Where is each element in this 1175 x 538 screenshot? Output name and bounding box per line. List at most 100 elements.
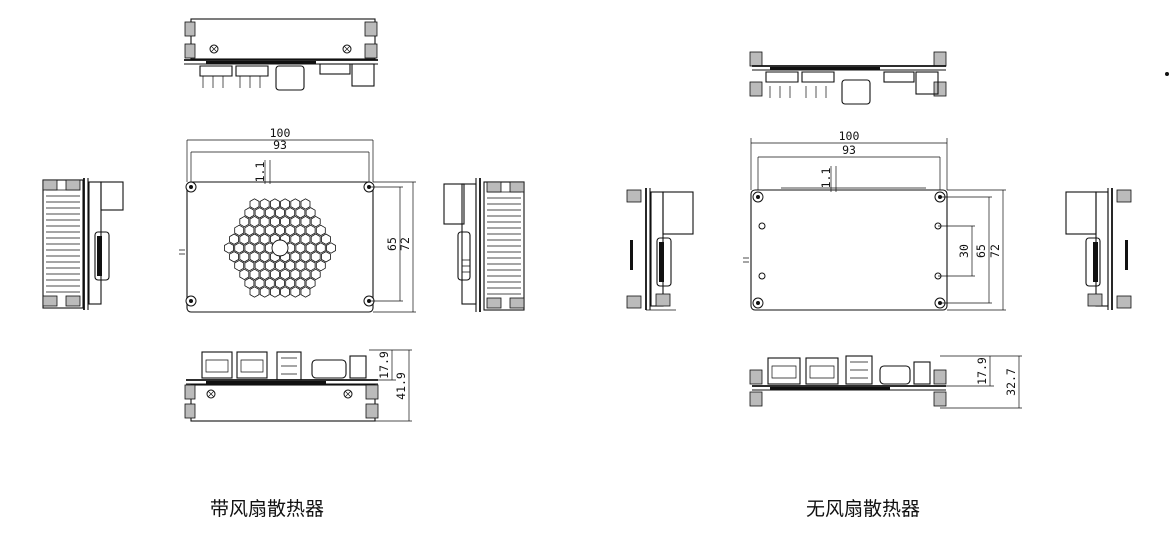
fan-grille-hole (305, 242, 316, 254)
right-dim-height: 72 (988, 244, 1002, 258)
right-dim-width: 100 (839, 129, 860, 143)
fan-grille-hole (234, 259, 245, 272)
fan-grille-hole (310, 215, 321, 228)
fan-grille-hole (300, 215, 311, 228)
left-front-view (184, 349, 412, 422)
fan-grille-hole (295, 207, 306, 219)
fan-grille-hole (254, 242, 265, 254)
fan-grille-hole (259, 215, 270, 228)
fan-grille-hole (305, 207, 316, 219)
fan-grille-hole (290, 251, 301, 263)
left-dim-hole-pitch-x: 93 (273, 138, 287, 152)
fan-grille-hole (244, 207, 255, 219)
left-dim-hole-pitch-y: 65 (385, 237, 399, 251)
fan-grille-hole (259, 233, 270, 245)
fan-grille-hole (269, 198, 280, 210)
fan-grille-hole (315, 259, 326, 272)
fan-grille-hole (269, 286, 280, 298)
fan-grille-hole (259, 286, 270, 298)
fan-grille-hole (259, 198, 270, 210)
fan-grille-hole (239, 233, 250, 245)
left-dim-height: 72 (398, 237, 412, 251)
fan-grille-hole (259, 268, 270, 281)
fan-grille-hole (300, 286, 311, 298)
fan-grille-hole (280, 215, 291, 228)
fan-grille-hole (244, 277, 255, 289)
left-dimensions (186, 139, 416, 313)
fan-grille (224, 198, 336, 298)
fan-grille-hole (239, 251, 250, 263)
fan-grille-hole (300, 251, 311, 263)
left-main-view (179, 181, 375, 313)
fan-grille-hole (249, 198, 260, 210)
right-dimensions (750, 138, 1006, 311)
fan-grille-hole (310, 268, 321, 281)
right-dim-offset: 1.1 (819, 168, 833, 189)
left-dim-board-height: 17.9 (377, 351, 391, 379)
fan-grille-hole (290, 215, 301, 228)
fan-grille-hole (315, 242, 326, 254)
fan-grille-hole (280, 286, 291, 298)
fan-grille-hole (300, 233, 311, 245)
fan-grille-hole (290, 233, 301, 245)
fan-grille-hole (249, 233, 260, 245)
right-dim-hole-pitch-y: 65 (974, 244, 988, 258)
fan-grille-hole (264, 207, 275, 219)
fan-grille-hole (234, 224, 245, 237)
fan-grille-hole (300, 198, 311, 210)
fan-grille-hole (244, 259, 255, 272)
fan-grille-hole (259, 251, 270, 263)
fan-grille-hole (239, 268, 250, 281)
caption-without-fan: 无风扇散热器 (806, 498, 921, 520)
fan-grille-hole (305, 259, 316, 272)
fan-grille-hole (295, 277, 306, 289)
right-side-view-right (1065, 188, 1132, 310)
fan-grille-hole (310, 251, 321, 263)
fan-grille-hole (229, 233, 240, 245)
fan-grille-hole (305, 224, 316, 237)
fan-grille-hole (264, 277, 275, 289)
fan-grille-hole (254, 277, 265, 289)
fan-grille-hole (275, 259, 285, 272)
left-dim-width: 100 (270, 126, 291, 140)
fan-grille-hole (244, 224, 255, 237)
right-front-view (749, 355, 1022, 409)
right-main-view (743, 187, 948, 311)
fan-grille-hole (280, 198, 291, 210)
fan-grille-hole (249, 251, 260, 263)
fan-grille-hole (244, 242, 255, 254)
fan-grille-hole (280, 268, 291, 281)
fan-grille-hole (249, 286, 260, 298)
fan-grille-hole (239, 215, 250, 228)
fan-grille-hole (264, 224, 275, 237)
fan-grille-hole (300, 268, 311, 281)
fan-grille-hole (326, 242, 336, 254)
fan-grille-hole (320, 233, 331, 245)
fan-grille-hole (269, 268, 280, 281)
fan-grille-hole (275, 224, 285, 237)
fan-grille-hole (234, 242, 245, 254)
fan-grille-hole (254, 224, 265, 237)
fan-grille-hole (285, 259, 296, 272)
left-dim-offset: 1.1 (253, 162, 267, 183)
left-dim-total-height: 41.9 (394, 372, 408, 400)
fan-grille-hole (290, 198, 301, 210)
fan-grille-hole (290, 286, 301, 298)
right-top-view (749, 51, 947, 105)
fan-grille-hole (249, 268, 260, 281)
left-top-view (184, 18, 378, 91)
fan-grille-hole (264, 259, 275, 272)
fan-grille-hole (285, 207, 296, 219)
right-dim-board-height: 17.9 (975, 357, 989, 385)
fan-grille-hole (269, 215, 280, 228)
fan-grille-hole (290, 268, 301, 281)
right-dim-inner-pitch: 30 (957, 244, 971, 258)
fan-grille-hole (295, 242, 306, 254)
left-side-view-left (42, 178, 124, 310)
fan-grille-hole (224, 242, 234, 254)
fan-hub (271, 239, 289, 257)
fan-grille-hole (275, 207, 285, 219)
edge-mark (1165, 72, 1169, 76)
left-side-view-right (443, 178, 525, 312)
